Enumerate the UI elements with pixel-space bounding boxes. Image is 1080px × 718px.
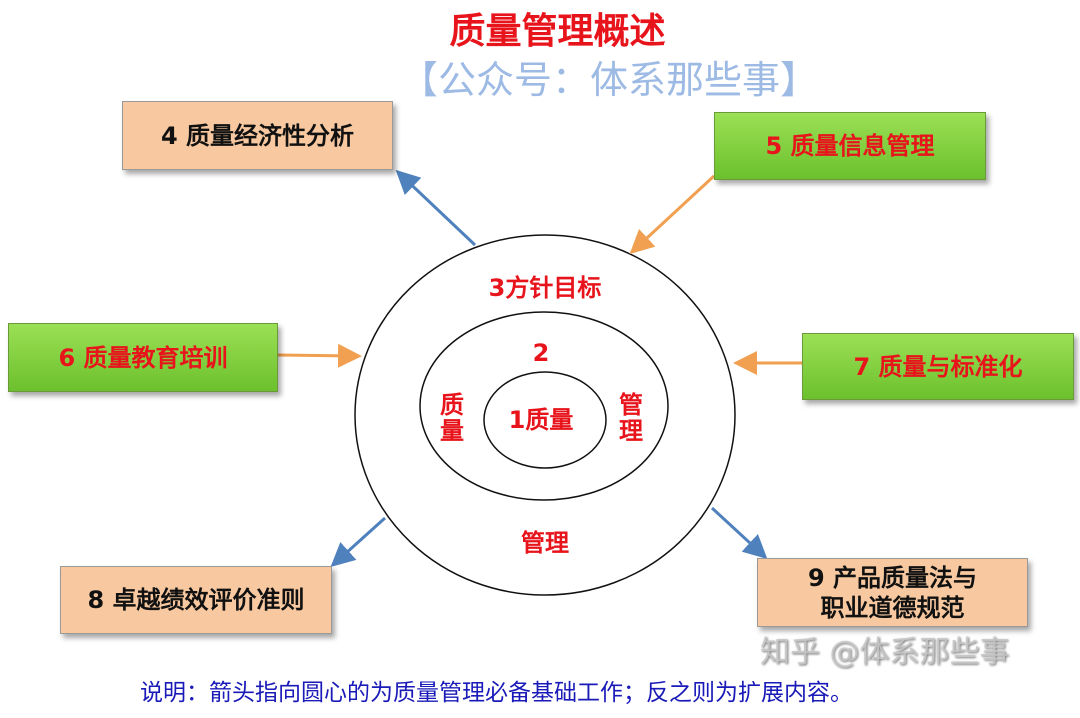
arrow-to-box9: [710, 506, 768, 560]
label-middle-quality: 质量: [440, 391, 464, 445]
box-quality-information: 5 质量信息管理: [714, 112, 986, 180]
box9-line1: 9 产品质量法与: [807, 563, 978, 592]
box-quality-standardization: 7 质量与标准化: [802, 333, 1074, 400]
box-product-quality-law: 9 产品质量法与 职业道德规范: [757, 558, 1028, 627]
arrow-to-box4: [395, 169, 477, 247]
label-middle-management: 管理: [619, 391, 643, 445]
box-performance-excellence: 8 卓越绩效评价准则: [60, 566, 332, 634]
label-policy-objectives: 3方针目标: [488, 274, 602, 302]
inner-circle: [483, 371, 607, 469]
label-outer-management: 管理: [521, 529, 569, 557]
label-level-2: 2: [532, 339, 550, 367]
arrow-from-box5: [629, 174, 716, 255]
caption: 说明：箭头指向圆心的为质量管理必备基础工作；反之则为扩展内容。: [140, 680, 853, 706]
box9-line2: 职业道德规范: [820, 593, 965, 622]
page-title: 质量管理概述: [449, 11, 666, 52]
box-quality-training: 6 质量教育培训: [8, 323, 278, 392]
arrow-from-box6: [277, 343, 362, 368]
watermark-zhihu: 知乎 @体系那些事: [760, 635, 1010, 670]
outer-circle: [354, 234, 736, 596]
watermark-official-account: 【公众号：体系那些事】: [400, 58, 819, 102]
arrow-to-box8: [330, 516, 387, 568]
box-quality-economics: 4 质量经济性分析: [122, 101, 393, 170]
middle-circle: [419, 311, 669, 501]
label-core-quality: 1质量: [508, 406, 574, 434]
